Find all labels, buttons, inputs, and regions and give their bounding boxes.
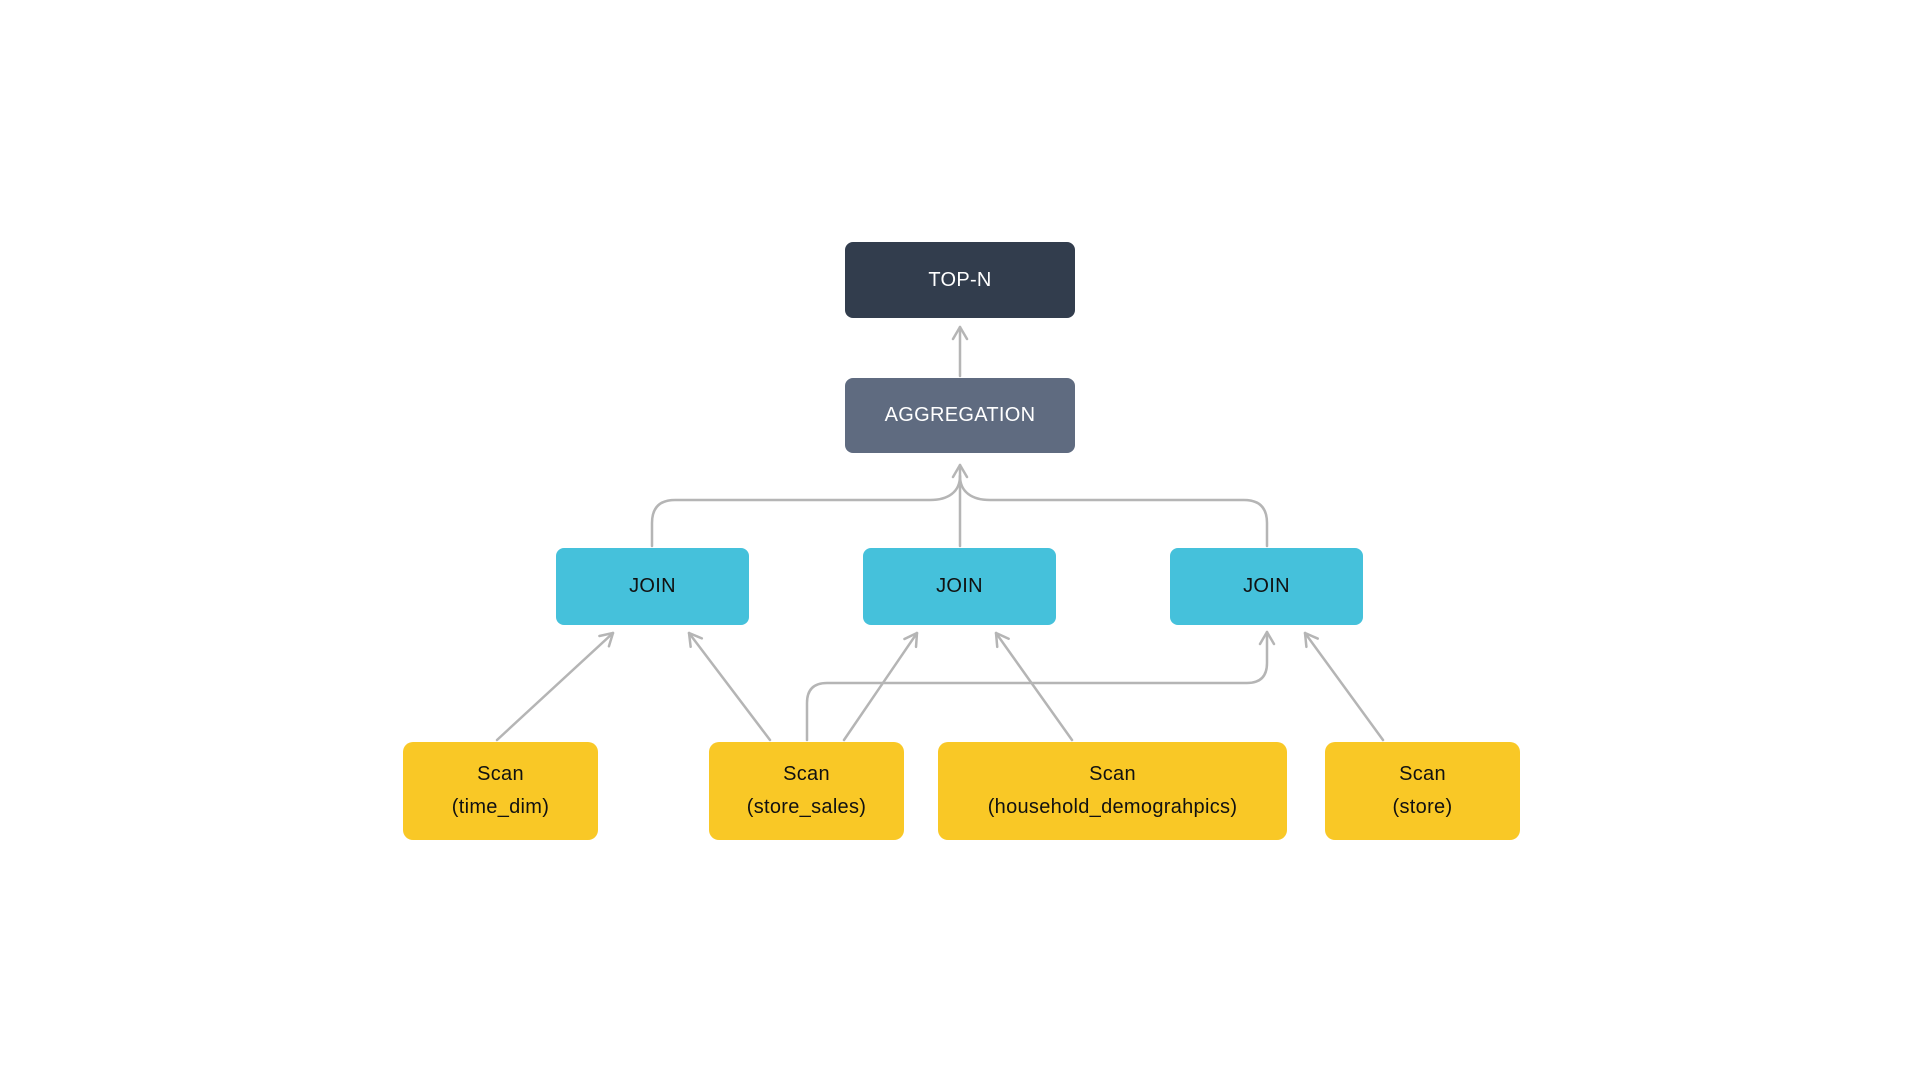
node-scan-store-sales: Scan (store_sales) (709, 742, 904, 840)
node-scan-store-sales-table: (store_sales) (746, 796, 867, 818)
node-join-middle: JOIN (863, 548, 1056, 625)
node-scan-store-sales-title: Scan (783, 763, 830, 785)
node-top-n-label: TOP-N (928, 268, 992, 291)
node-scan-store: Scan (store) (1325, 742, 1520, 840)
edge-join-left-branch (650, 474, 962, 548)
node-join-left: JOIN (556, 548, 749, 625)
node-aggregation-label: AGGREGATION (884, 404, 1036, 426)
node-join-left-label: JOIN (629, 575, 676, 597)
node-scan-time-dim: Scan (time_dim) (403, 742, 598, 840)
edge-scan-store-sales-to-join-middle (842, 631, 919, 742)
node-join-right-label: JOIN (1243, 575, 1290, 597)
node-top-n: TOP-N (845, 242, 1075, 318)
edge-scan-store-sales-to-join-left (687, 631, 772, 742)
node-join-middle-label: JOIN (936, 575, 983, 597)
node-scan-household-demograhpics: Scan (household_demograhpics) (938, 742, 1287, 840)
edge-join-right-branch (958, 474, 1269, 548)
node-aggregation: AGGREGATION (845, 378, 1075, 453)
node-scan-store-table: (store) (1392, 796, 1453, 818)
node-scan-time-dim-title: Scan (477, 763, 524, 785)
edge-scan-time-dim-to-join-left (495, 631, 615, 742)
node-scan-store-title: Scan (1399, 763, 1446, 785)
node-scan-household-demograhpics-table: (household_demograhpics) (987, 796, 1238, 818)
node-scan-household-demograhpics-title: Scan (1089, 763, 1136, 785)
node-join-right: JOIN (1170, 548, 1363, 625)
edge-scan-store-to-join-right (1303, 631, 1385, 742)
edge-scan-household-to-join-middle (994, 631, 1074, 742)
edge-scan-store-sales-to-join-right (805, 630, 1276, 742)
node-scan-time-dim-table: (time_dim) (451, 796, 550, 818)
